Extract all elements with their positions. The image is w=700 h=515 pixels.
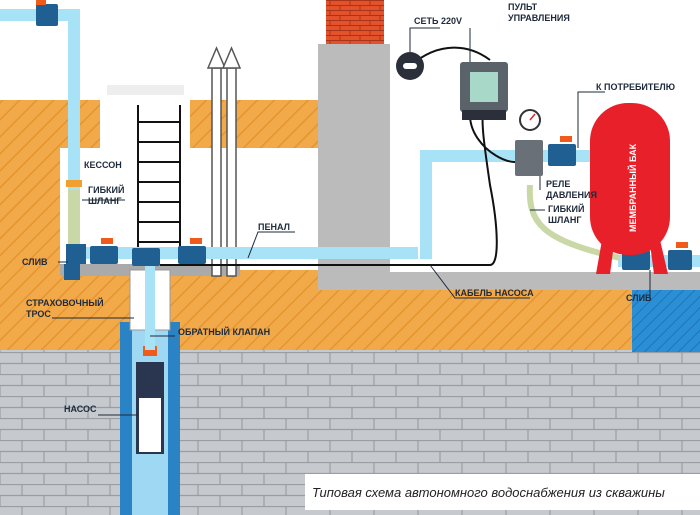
check-valve: [143, 346, 157, 356]
label-control-panel-1: ПУЛЬТ: [508, 2, 538, 12]
pressure-switch: [515, 140, 543, 176]
label-drain-left: СЛИВ: [22, 257, 48, 267]
caption-box: [305, 474, 700, 510]
membrane-tank: [590, 103, 670, 255]
label-caisson: КЕССОН: [84, 160, 122, 170]
label-to-consumer: К ПОТРЕБИТЕЛЮ: [596, 82, 675, 92]
label-safety-rope-1: СТРАХОВОЧНЫЙ: [26, 297, 104, 308]
drain-valve-left: [64, 264, 80, 280]
label-flex-hose-left-1: ГИБКИЙ: [88, 184, 124, 195]
label-flex-hose-right-1: ГИБКИЙ: [548, 203, 584, 214]
pressure-gauge-needle: [529, 113, 536, 121]
ventilation-pipes: [206, 46, 242, 277]
caisson-hatch-rim: [107, 85, 184, 95]
label-safety-rope-2: ТРОС: [26, 309, 51, 319]
label-pump-cable: КАБЕЛЬ НАСОСА: [455, 288, 534, 298]
control-panel-bracket: [462, 110, 506, 120]
flex-hose-right: [526, 184, 621, 261]
socket-hole: [403, 63, 417, 69]
label-control-panel-2: УПРАВЛЕНИЯ: [508, 13, 570, 23]
caption: Типовая схема автономного водоснабжения …: [312, 485, 665, 500]
pipe-orange-coupling: [66, 180, 82, 187]
ladder: [137, 105, 181, 250]
label-flex-hose-right-2: ШЛАНГ: [548, 215, 581, 225]
control-panel-screen: [470, 72, 498, 102]
label-pressure-switch-2: ДАВЛЕНИЯ: [546, 190, 597, 200]
label-pressure-switch-1: РЕЛЕ: [546, 179, 570, 189]
house-floor: [318, 272, 700, 290]
leader-lines: [52, 27, 651, 416]
label-flex-hose-left-2: ШЛАНГ: [88, 196, 121, 206]
label-mains: СЕТЬ 220V: [414, 16, 462, 26]
valves: [36, 0, 692, 270]
drain-pit: [632, 290, 700, 352]
label-pump: НАСОС: [64, 404, 97, 414]
label-drain-right: СЛИВ: [626, 293, 652, 303]
label-check-valve: ОБРАТНЫЙ КЛАПАН: [178, 326, 270, 337]
label-casing: ПЕНАЛ: [258, 222, 290, 232]
pump-body-light: [139, 398, 161, 452]
label-membrane-tank: МЕМБРАННЫЙ БАК: [627, 143, 638, 232]
membrane-tank-legs: [596, 240, 668, 274]
flex-hose-left: [68, 190, 80, 248]
house-chimney: [326, 0, 384, 44]
